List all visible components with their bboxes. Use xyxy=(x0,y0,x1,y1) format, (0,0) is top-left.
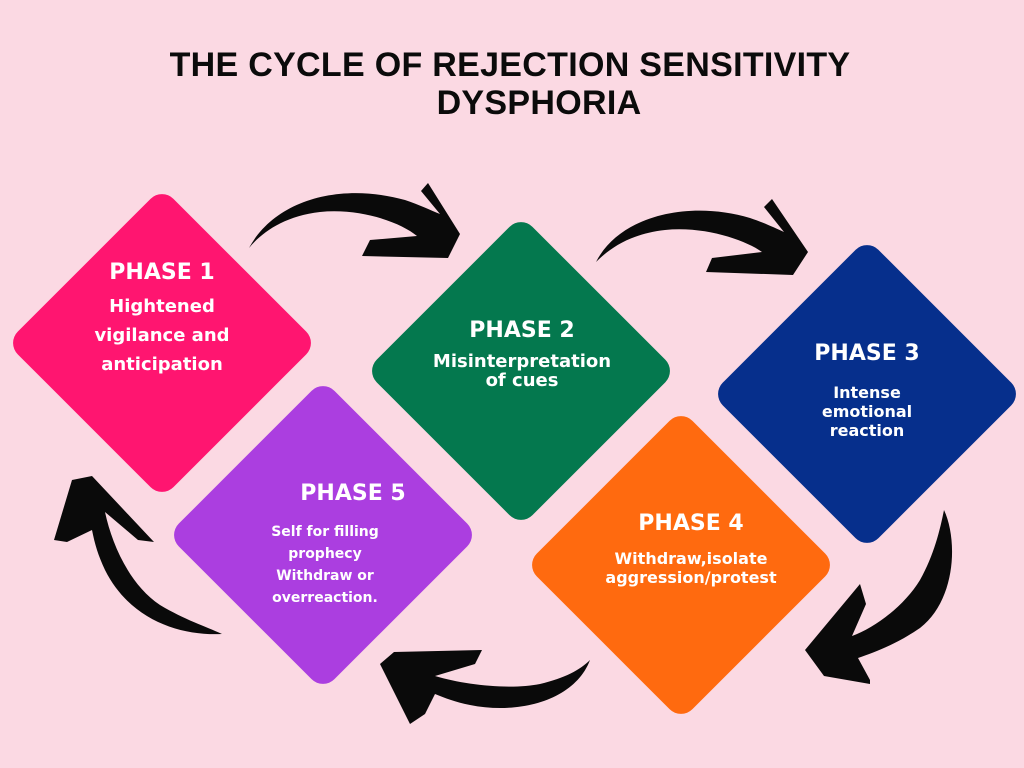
curved-arrow-left-icon xyxy=(380,650,590,724)
phase-5-description: Self for filling prophecy Withdraw or ov… xyxy=(271,524,379,606)
phase-5-label: PHASE 5 Self for filling prophecy Withdr… xyxy=(238,481,418,609)
title-line-2: DYSPHORIA xyxy=(436,84,642,122)
phase-1-label: PHASE 1 Hightened vigilance and anticipa… xyxy=(72,260,252,379)
curved-arrow-right-icon xyxy=(596,199,808,275)
phase-2-description: Misinterpretation of cues xyxy=(432,351,612,391)
curved-arrow-right-icon xyxy=(249,183,460,258)
phase-2-title: PHASE 2 xyxy=(469,318,575,343)
phase-3-description: Intense emotional reaction xyxy=(821,383,913,440)
phase-1-description: Hightened vigilance and anticipation xyxy=(94,296,230,375)
curved-arrow-up-icon xyxy=(54,476,222,635)
page-title: THE CYCLE OF REJECTION SENSITIVITY DYSPH… xyxy=(0,46,1024,122)
phase-3-label: PHASE 3 Intense emotional reaction xyxy=(787,341,947,440)
curved-arrow-down-left-icon xyxy=(805,510,953,684)
phase-1-title: PHASE 1 xyxy=(109,260,215,285)
phase-4-title: PHASE 4 xyxy=(638,511,744,536)
phase-2-label: PHASE 2 Misinterpretation of cues xyxy=(422,318,622,390)
phase-4-description: Withdraw,isolate aggression/protest xyxy=(605,549,777,587)
phase-5-title: PHASE 5 xyxy=(300,481,406,506)
title-line-1: THE CYCLE OF REJECTION SENSITIVITY xyxy=(169,46,851,84)
phase-4-label: PHASE 4 Withdraw,isolate aggression/prot… xyxy=(586,511,796,587)
phase-3-title: PHASE 3 xyxy=(814,341,920,366)
